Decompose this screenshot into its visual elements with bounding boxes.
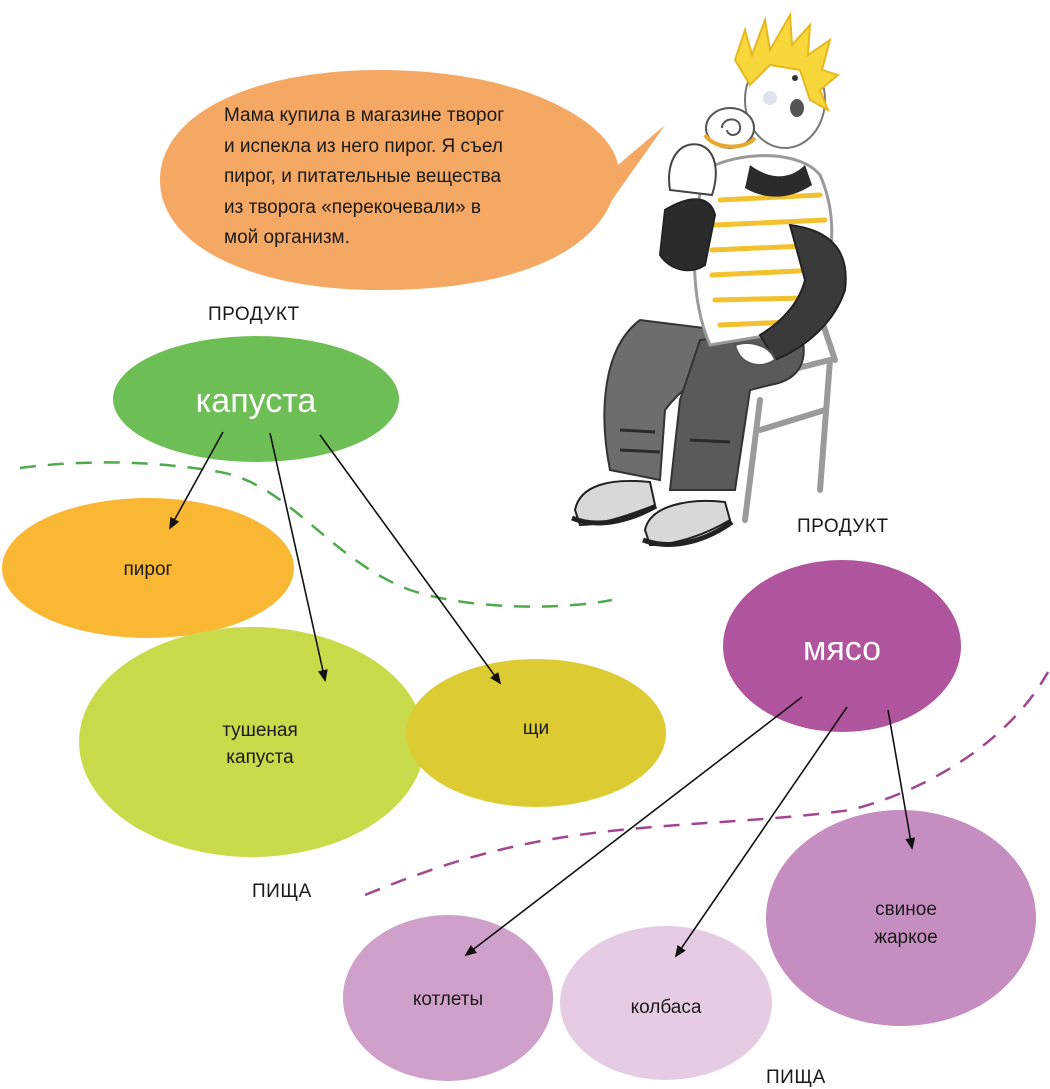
speech-line-3: пирог, и питательные вещества bbox=[224, 166, 502, 187]
pie-node bbox=[2, 498, 294, 638]
collar-drawing bbox=[745, 165, 812, 197]
roast-node bbox=[766, 810, 1036, 1026]
stew-label-line2: капуста bbox=[226, 747, 294, 768]
speech-line-4: из творога «перекочевали» в bbox=[224, 197, 481, 218]
arrow-meat-to-sausage bbox=[674, 706, 848, 958]
right-food-heading: ПИЩА bbox=[766, 1067, 826, 1088]
left-food-heading: ПИЩА bbox=[252, 881, 312, 902]
sausage-node bbox=[560, 926, 772, 1080]
roast-label-line1: свиное bbox=[875, 899, 937, 920]
shchi-node bbox=[406, 659, 666, 807]
stew-label-line1: тушеная bbox=[222, 720, 298, 741]
arms-drawing bbox=[658, 143, 847, 366]
boy-illustration bbox=[571, 11, 847, 547]
speech-bubble-shape bbox=[160, 70, 665, 290]
left-product-heading: ПРОДУКТ bbox=[208, 304, 300, 325]
stew-node bbox=[79, 627, 425, 857]
arrow-cabbage-to-shchi bbox=[319, 434, 502, 685]
arrow-cabbage-to-stew bbox=[269, 432, 328, 682]
speech-line-1: Мама купила в магазине творог bbox=[224, 105, 504, 126]
cabbage-node bbox=[113, 336, 399, 462]
purple-divider-line bbox=[364, 671, 1050, 897]
speech-line-5: мой организм. bbox=[224, 227, 350, 248]
cutlets-node bbox=[343, 915, 553, 1081]
arrow-cabbage-to-pie bbox=[169, 431, 224, 530]
green-divider-line bbox=[19, 461, 613, 608]
meat-label: мясо bbox=[803, 630, 881, 668]
head-drawing bbox=[733, 11, 841, 149]
cabbage-label: капуста bbox=[196, 382, 317, 420]
shchi-label: щи bbox=[523, 718, 549, 739]
cutlets-label: котлеты bbox=[413, 989, 483, 1010]
right-product-heading: ПРОДУКТ bbox=[797, 516, 889, 537]
trousers-drawing bbox=[603, 318, 805, 491]
bun-drawing bbox=[703, 107, 757, 149]
speech-line-2: и испекла из него пирог. Я съел bbox=[224, 136, 503, 157]
roast-label-line2: жаркое bbox=[874, 927, 938, 948]
meat-node bbox=[723, 560, 961, 732]
pie-label: пирог bbox=[124, 559, 173, 580]
sausage-label: колбаса bbox=[631, 997, 702, 1018]
arrow-meat-to-roast bbox=[887, 709, 916, 850]
speech-bubble: Мама купила в магазине творог и испекла … bbox=[160, 70, 665, 290]
arrow-meat-to-cutlets bbox=[464, 696, 803, 957]
shoes-drawing bbox=[571, 479, 734, 547]
